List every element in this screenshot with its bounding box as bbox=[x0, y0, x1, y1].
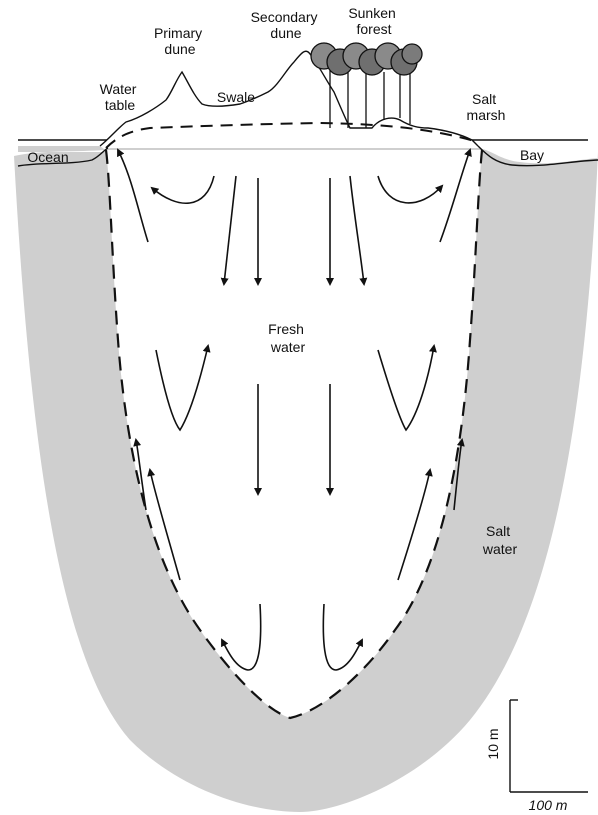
scale-bar-horizontal-label: 100 m bbox=[529, 797, 568, 813]
label-swale: Swale bbox=[217, 89, 255, 105]
island-profile bbox=[100, 51, 478, 146]
label-bay: Bay bbox=[520, 147, 544, 163]
label-secondary-dune: Secondary dune bbox=[251, 9, 322, 41]
label-sunken-forest: Sunken forest bbox=[348, 5, 399, 37]
label-ocean: Ocean bbox=[27, 149, 68, 165]
label-water-table: Water table bbox=[100, 81, 141, 113]
label-primary-dune: Primary dune bbox=[154, 25, 206, 57]
scale-bar-vertical-label: 10 m bbox=[485, 728, 501, 759]
label-salt-marsh: Salt marsh bbox=[467, 91, 506, 123]
scale-bar bbox=[510, 700, 588, 792]
